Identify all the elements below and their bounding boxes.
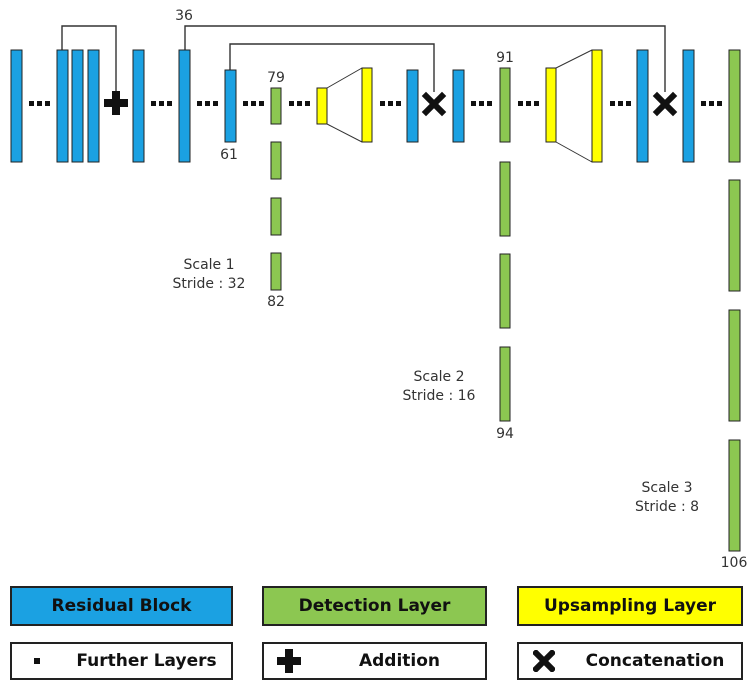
- layer-label-82: 82: [267, 294, 285, 310]
- layer-label-61: 61: [220, 147, 238, 163]
- further-layer-dot: [259, 101, 264, 106]
- further-layer-dot: [518, 101, 523, 106]
- further-layer-dot: [159, 101, 164, 106]
- scale-3-label: Scale 3: [641, 480, 692, 496]
- residual-block: [132, 49, 145, 163]
- layer-label-91: 91: [496, 50, 514, 66]
- legend-upsampling-layer: Upsampling Layer: [517, 586, 743, 626]
- legend-further-layers: Further Layers: [10, 642, 233, 680]
- detection-layers-scale-2: [499, 67, 511, 422]
- layer-label-79: 79: [267, 70, 285, 86]
- layer-label-36: 36: [175, 8, 193, 24]
- further-layer-dot: [380, 101, 385, 106]
- concatenation-icon: [652, 91, 678, 117]
- detection-layer: [499, 253, 511, 329]
- stride-1-label: Stride : 32: [173, 276, 246, 292]
- residual-block: [636, 49, 649, 163]
- residual-blocks: [10, 49, 695, 163]
- further-layer-dot: [251, 101, 256, 106]
- upsampling-layer-2: [545, 49, 603, 163]
- legend-addition-label: Addition: [358, 651, 441, 671]
- upsampling-layer-1: [316, 67, 373, 143]
- detection-layer: [728, 439, 741, 552]
- further-layer-dot: [305, 101, 310, 106]
- residual-block: [178, 49, 191, 163]
- detection-layers-scale-1: [270, 87, 282, 291]
- residual-block: [10, 49, 23, 163]
- legend-concatenation-label: Concatenation: [585, 651, 725, 671]
- further-layer-dot: [167, 101, 172, 106]
- detection-layer: [499, 67, 511, 143]
- further-layer-dot: [534, 101, 539, 106]
- further-layer-dot: [197, 101, 202, 106]
- further-layer-dot: [626, 101, 631, 106]
- further-layer-dot: [487, 101, 492, 106]
- legend-concatenation: Concatenation: [517, 642, 743, 680]
- further-layer-dot: [610, 101, 615, 106]
- residual-block: [71, 49, 84, 163]
- residual-block: [56, 49, 69, 163]
- residual-block: [682, 49, 695, 163]
- further-layer-dot: [151, 101, 156, 106]
- further-layer-dot: [297, 101, 302, 106]
- layer-label-94: 94: [496, 426, 514, 442]
- further-layer-dot: [289, 101, 294, 106]
- detection-layer: [270, 252, 282, 291]
- legend-detection-layer: Detection Layer: [262, 586, 487, 626]
- skip-connection-36: [184, 25, 666, 92]
- detection-layer: [270, 87, 282, 125]
- further-layer-dot: [45, 101, 50, 106]
- detection-layer: [499, 346, 511, 422]
- further-layer-dot: [396, 101, 401, 106]
- legend-addition: Addition: [262, 642, 487, 680]
- detection-layer: [728, 49, 741, 163]
- residual-block: [87, 49, 100, 163]
- residual-block-61: [224, 69, 237, 143]
- layer-label-106: 106: [721, 555, 748, 571]
- further-layer-dot: [709, 101, 714, 106]
- further-layer-dot: [717, 101, 722, 106]
- addition-icon: [104, 91, 128, 115]
- skip-connection-61: [229, 43, 435, 92]
- skip-connection-addition: [61, 25, 117, 92]
- detection-layer: [728, 179, 741, 292]
- legend-detection-layer-label: Detection Layer: [298, 596, 451, 616]
- stride-2-label: Stride : 16: [403, 388, 476, 404]
- further-layer-dot: [213, 101, 218, 106]
- further-layer-dot: [243, 101, 248, 106]
- concatenation-icon: [519, 650, 569, 672]
- further-layer-dot: [479, 101, 484, 106]
- detection-layer: [270, 141, 282, 180]
- legend-upsampling-layer-label: Upsampling Layer: [543, 596, 717, 616]
- detection-layer: [499, 161, 511, 237]
- detection-layer: [270, 197, 282, 236]
- legend-residual-block: Residual Block: [10, 586, 233, 626]
- further-layer-dot: [471, 101, 476, 106]
- further-layer-dot: [29, 101, 34, 106]
- further-layer-dot: [388, 101, 393, 106]
- detection-layer: [728, 309, 741, 422]
- stride-3-label: Stride : 8: [635, 499, 699, 515]
- legend-residual-block-label: Residual Block: [51, 596, 192, 616]
- addition-icon: [264, 649, 314, 673]
- further-layer-dot: [701, 101, 706, 106]
- further-layer-dot: [618, 101, 623, 106]
- residual-block: [452, 69, 465, 143]
- scale-1-label: Scale 1: [183, 257, 234, 273]
- further-layer-dot: [205, 101, 210, 106]
- further-layers-icon: [12, 656, 62, 666]
- detection-layers-scale-3: [728, 49, 741, 552]
- residual-block: [406, 69, 419, 143]
- further-layer-dot: [37, 101, 42, 106]
- scale-2-label: Scale 2: [413, 369, 464, 385]
- concatenation-icon: [421, 91, 447, 117]
- further-layer-dots: [29, 101, 722, 106]
- further-layer-dot: [526, 101, 531, 106]
- legend-further-layers-label: Further Layers: [76, 651, 217, 671]
